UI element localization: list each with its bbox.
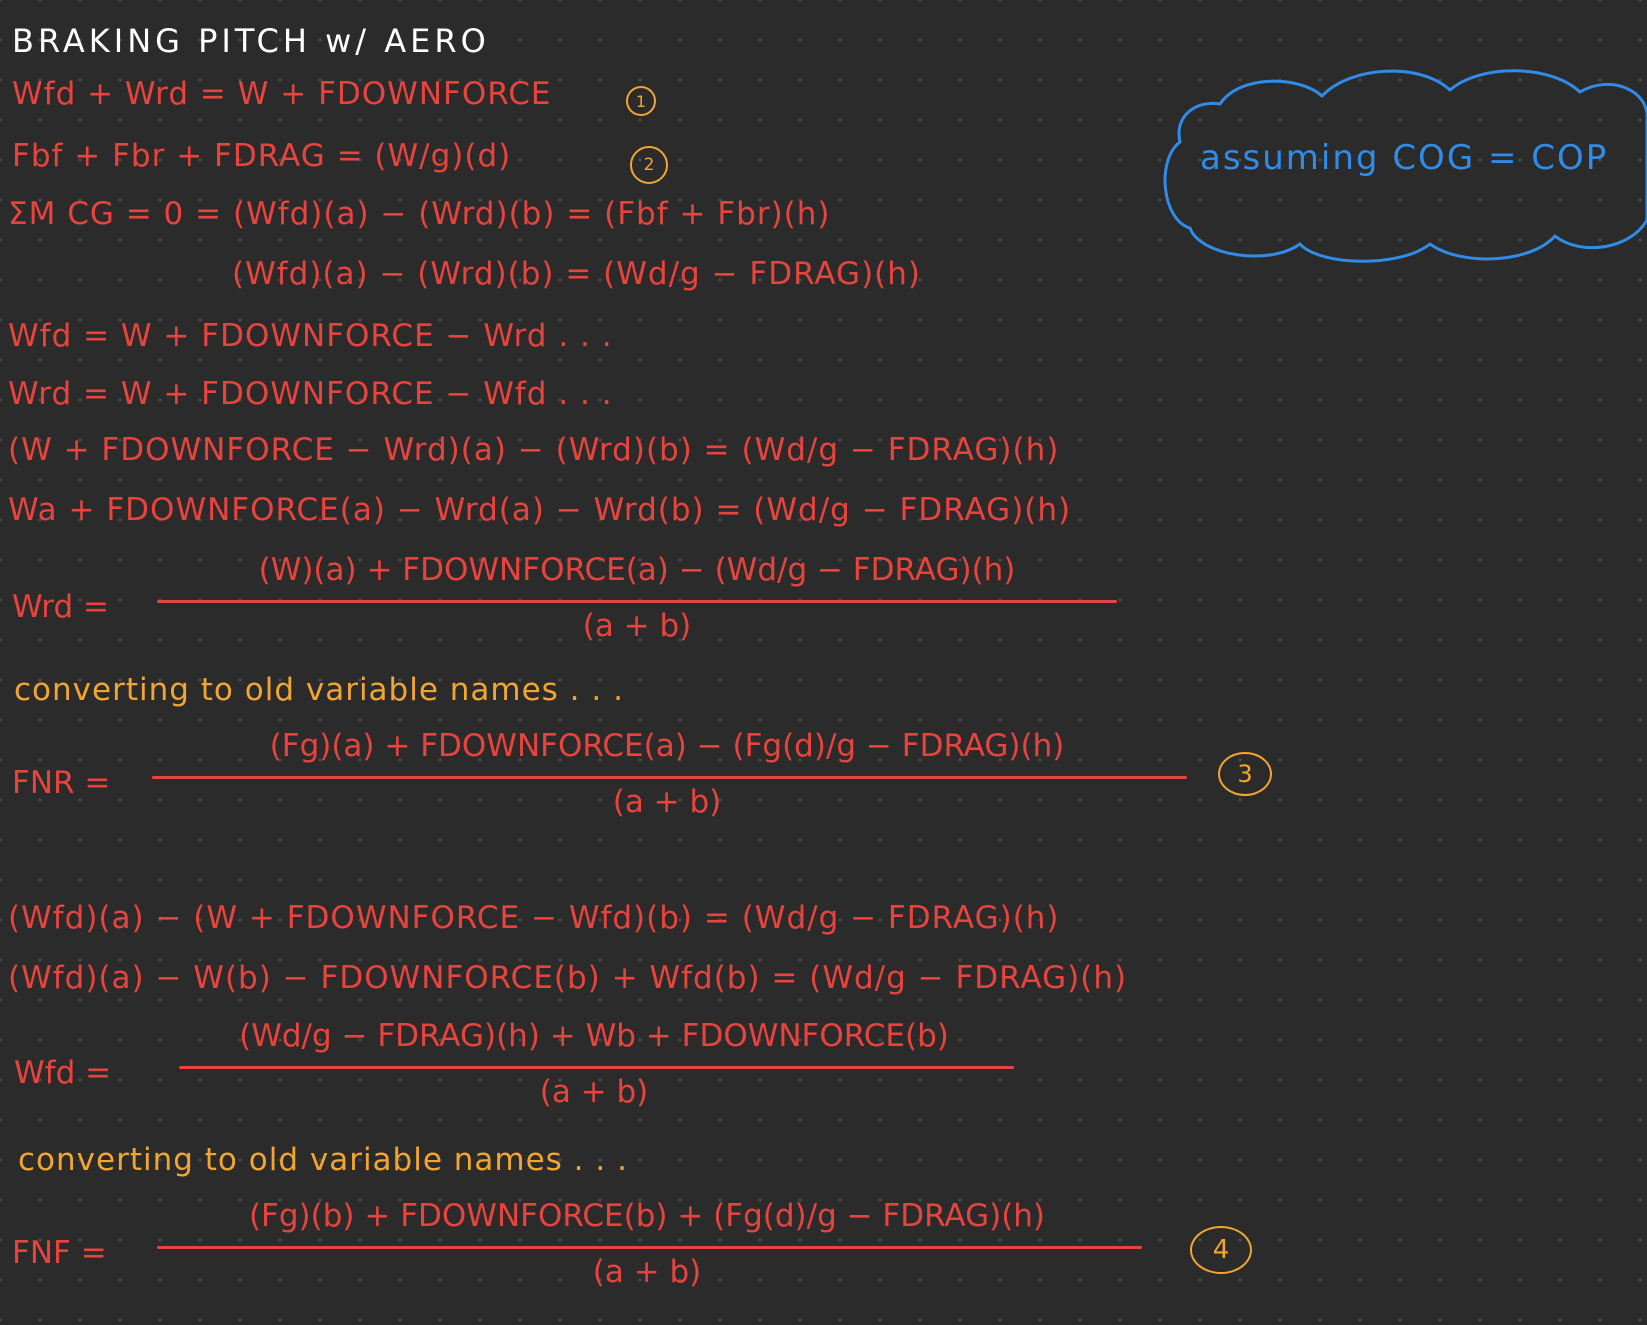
- cloud-annotation-shape: [1163, 69, 1647, 263]
- equation-tag-2: 2: [630, 146, 668, 184]
- fraction-wfd-denominator: (a + b): [539, 1074, 649, 1110]
- equation-tag-4: 4: [1190, 1226, 1252, 1274]
- equation-expanded-rear: Wa + FDOWNFORCE(a) − Wrd(a) − Wrd(b) = (…: [8, 492, 1072, 528]
- fraction-fnf: FNF = (Fg)(b) + FDOWNFORCE(b) + (Fg(d)/g…: [12, 1198, 1142, 1308]
- equation-moment-substituted: (Wfd)(a) − (Wrd)(b) = (Wd/g − FDRAG)(h): [232, 256, 922, 292]
- fraction-fnf-numerator: (Fg)(b) + FDOWNFORCE(b) + (Fg(d)/g − FDR…: [248, 1198, 1046, 1234]
- fraction-wfd-lhs: Wfd =: [14, 1055, 112, 1091]
- fraction-fnr-lhs: FNR =: [12, 765, 111, 801]
- note-converting-2: converting to old variable names . . .: [18, 1142, 628, 1178]
- equation-tag-1-label: 1: [635, 91, 647, 111]
- equation-2: Fbf + Fbr + FDRAG = (W/g)(d): [12, 138, 512, 174]
- fraction-wrd-denominator: (a + b): [582, 608, 692, 644]
- fraction-wrd-numerator: (W)(a) + FDOWNFORCE(a) − (Wd/g − FDRAG)(…: [258, 552, 1016, 588]
- equation-tag-2-label: 2: [643, 155, 655, 175]
- equation-tag-3: 3: [1218, 752, 1272, 796]
- fraction-wrd-lhs: Wrd =: [12, 589, 109, 625]
- fraction-wfd-numerator: (Wd/g − FDRAG)(h) + Wb + FDOWNFORCE(b): [239, 1018, 949, 1054]
- fraction-fnr: FNR = (Fg)(a) + FDOWNFORCE(a) − (Fg(d)/g…: [12, 728, 1187, 838]
- equation-1: Wfd + Wrd = W + FDOWNFORCE: [12, 76, 552, 112]
- fraction-wfd: Wfd = (Wd/g − FDRAG)(h) + Wb + FDOWNFORC…: [14, 1018, 1014, 1128]
- cloud-annotation-text: assuming COG = COP: [1200, 138, 1609, 178]
- fraction-fnf-denominator: (a + b): [592, 1254, 702, 1290]
- equation-tag-4-label: 4: [1212, 1235, 1230, 1265]
- fraction-fnr-denominator: (a + b): [612, 784, 722, 820]
- fraction-fnr-bar: [152, 776, 1187, 779]
- equation-tag-1: 1: [626, 86, 656, 116]
- equation-substitution-front: (Wfd)(a) − (W + FDOWNFORCE − Wfd)(b) = (…: [8, 900, 1060, 936]
- equation-moment-sum: ΣM CG = 0 = (Wfd)(a) − (Wrd)(b) = (Fbf +…: [8, 196, 831, 232]
- note-converting-1: converting to old variable names . . .: [14, 672, 624, 708]
- fraction-fnr-numerator: (Fg)(a) + FDOWNFORCE(a) − (Fg(d)/g − FDR…: [269, 728, 1065, 764]
- fraction-wrd-bar: [157, 600, 1117, 603]
- page-title: BRAKING PITCH w/ AERO: [12, 22, 490, 60]
- equation-wfd-expression: Wfd = W + FDOWNFORCE − Wrd . . .: [8, 318, 613, 354]
- fraction-wrd: Wrd = (W)(a) + FDOWNFORCE(a) − (Wd/g − F…: [12, 552, 1117, 662]
- equation-substitution-rear: (W + FDOWNFORCE − Wrd)(a) − (Wrd)(b) = (…: [8, 432, 1060, 468]
- equation-tag-3-label: 3: [1237, 760, 1253, 788]
- fraction-wfd-bar: [179, 1066, 1014, 1069]
- equation-wrd-expression: Wrd = W + FDOWNFORCE − Wfd . . .: [8, 376, 613, 412]
- fraction-fnf-lhs: FNF =: [12, 1235, 107, 1271]
- fraction-fnf-bar: [157, 1246, 1142, 1249]
- equation-expanded-front: (Wfd)(a) − W(b) − FDOWNFORCE(b) + Wfd(b)…: [8, 960, 1128, 996]
